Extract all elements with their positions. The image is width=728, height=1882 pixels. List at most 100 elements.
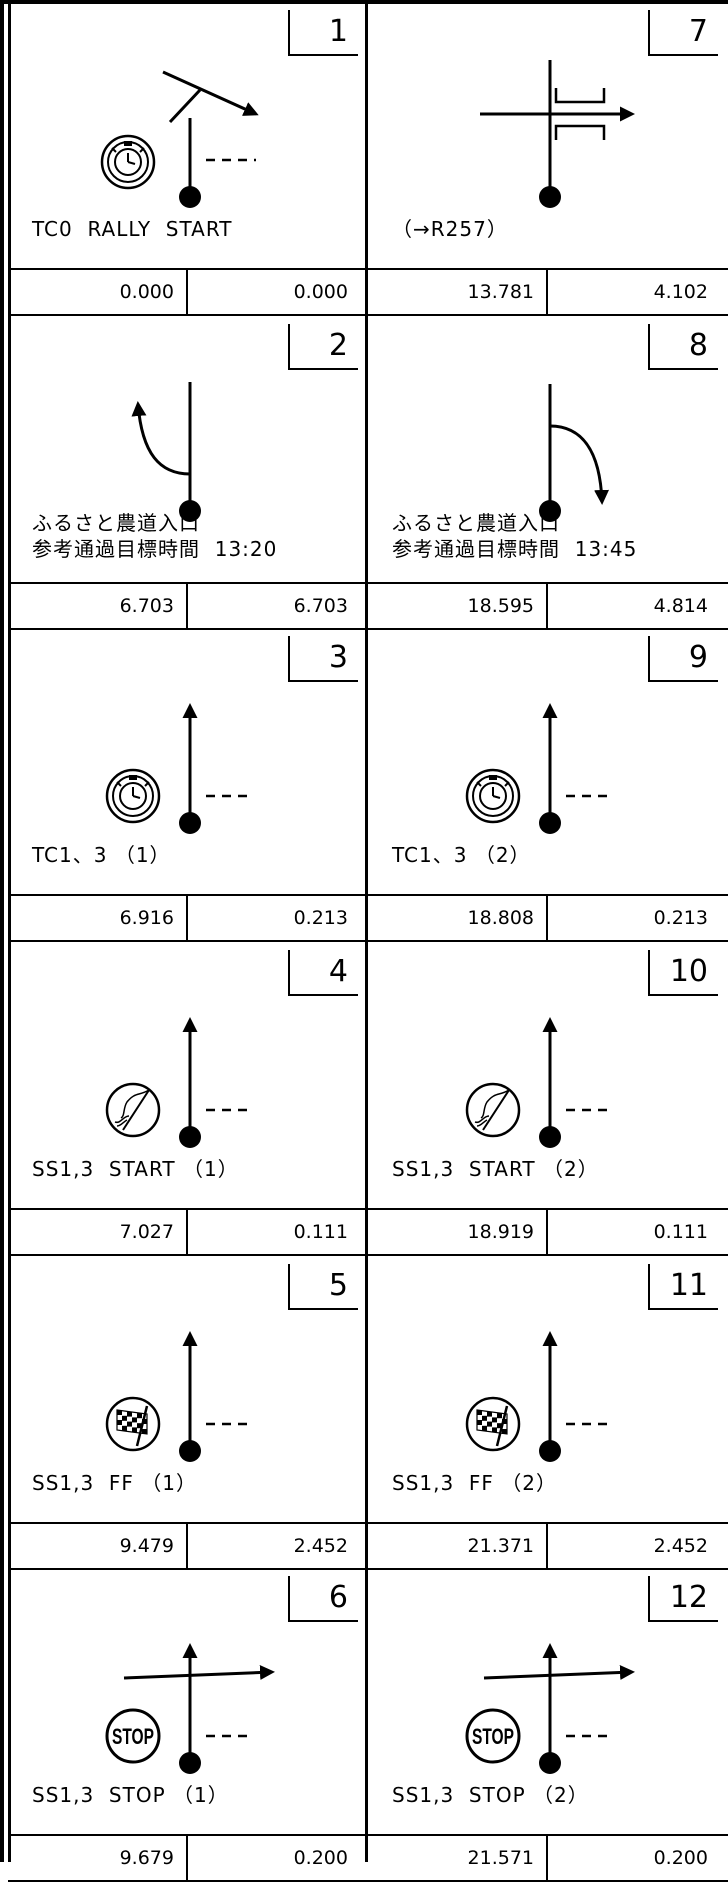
instruction-caption: TC0 RALLY START	[32, 216, 232, 242]
instruction-caption: ふるさと農道入口参考通過目標時間 13:45	[392, 510, 637, 562]
interval-distance: 0.111	[653, 1221, 708, 1243]
tulip-diagram	[100, 70, 259, 208]
instruction-caption: SS1,3 START （1）	[32, 1156, 239, 1182]
instruction-caption: SS1,3 STOP （1）	[32, 1782, 229, 1808]
row-divider	[8, 1834, 728, 1836]
total-distance: 18.808	[467, 907, 534, 929]
tulip-diagram	[539, 384, 610, 522]
origin-dot	[539, 812, 561, 834]
tulip-diagram: STOP	[105, 1643, 275, 1774]
instruction-number: 5	[288, 1264, 358, 1310]
bridge-top	[554, 88, 606, 104]
row-divider	[8, 268, 728, 270]
instruction-cell: 7（→R257）	[370, 10, 720, 268]
row-divider	[8, 628, 728, 630]
interval-distance: 4.814	[653, 595, 708, 617]
total-distance: 0.000	[119, 281, 174, 303]
distance-divider	[546, 1210, 548, 1254]
stop-sign-icon: STOP	[465, 1708, 521, 1764]
instruction-caption: ふるさと農道入口参考通過目標時間 13:20	[32, 510, 277, 562]
distance-divider	[546, 270, 548, 314]
caption-line: ふるさと農道入口	[392, 511, 560, 535]
distance-divider	[186, 1836, 188, 1880]
caption-line: SS1,3 FF （1）	[32, 1471, 198, 1495]
stop-sign-icon: STOP	[105, 1708, 161, 1764]
total-distance: 21.571	[467, 1847, 534, 1869]
instruction-number: 6	[288, 1576, 358, 1622]
interval-distance: 0.200	[293, 1847, 348, 1869]
distance-divider	[186, 1210, 188, 1254]
stopwatch-icon	[100, 134, 156, 190]
caption-line: SS1,3 FF （2）	[392, 1471, 558, 1495]
caption-line: SS1,3 START （1）	[32, 1157, 239, 1181]
caption-line: ふるさと農道入口	[32, 511, 200, 535]
instruction-caption: （→R257）	[392, 216, 508, 242]
tulip-diagram	[105, 1017, 252, 1148]
total-distance: 18.919	[467, 1221, 534, 1243]
caption-line: 参考通過目標時間 13:45	[392, 537, 638, 561]
tulip-diagram	[465, 703, 612, 834]
instruction-caption: TC1、3 （1）	[32, 842, 171, 868]
tulip-diagram: STOP	[465, 1643, 635, 1774]
left-border	[0, 0, 4, 1862]
finish-flag-icon	[105, 1396, 161, 1452]
distance-divider	[546, 584, 548, 628]
straight-right-arrow	[483, 1664, 635, 1680]
row-divider	[8, 314, 728, 316]
caption-line: SS1,3 STOP （1）	[32, 1783, 229, 1807]
tulip-diagram	[105, 703, 252, 834]
caption-line: 参考通過目標時間 13:20	[32, 537, 278, 561]
tulip-diagram	[465, 1331, 612, 1462]
turn-right-arrow	[162, 70, 259, 116]
stop-sign-label: STOP	[112, 1724, 154, 1749]
caption-line: SS1,3 STOP （2）	[392, 1783, 589, 1807]
instruction-caption: SS1,3 FF （1）	[32, 1470, 197, 1496]
tulip-diagram	[465, 1017, 612, 1148]
distance-divider	[186, 584, 188, 628]
interval-distance: 0.111	[293, 1221, 348, 1243]
top-border	[0, 0, 728, 4]
caption-line: TC1、3 （2）	[392, 843, 531, 867]
instruction-number: 11	[648, 1264, 718, 1310]
interval-distance: 2.452	[653, 1535, 708, 1557]
interval-distance: 0.213	[653, 907, 708, 929]
instruction-cell: 8 ふるさと農道入口参考通過目標時間 13:45	[370, 324, 720, 582]
distance-divider	[186, 1524, 188, 1568]
instruction-caption: TC1、3 （2）	[392, 842, 531, 868]
caption-line: TC1、3 （1）	[32, 843, 171, 867]
total-distance: 9.479	[119, 1535, 174, 1557]
left-inner-border	[8, 0, 11, 1862]
straight-right-arrow	[123, 1664, 275, 1680]
stop-sign-label: STOP	[472, 1724, 514, 1749]
instruction-caption: SS1,3 START （2）	[392, 1156, 599, 1182]
origin-dot	[539, 186, 561, 208]
interval-distance: 4.102	[653, 281, 708, 303]
origin-dot	[179, 186, 201, 208]
distance-divider	[186, 270, 188, 314]
instruction-number: 10	[648, 950, 718, 996]
interval-distance: 6.703	[293, 595, 348, 617]
caption-line: SS1,3 START （2）	[392, 1157, 599, 1181]
instruction-number: 8	[648, 324, 718, 370]
tulip-diagram	[105, 1331, 252, 1462]
instruction-caption: SS1,3 STOP （2）	[392, 1782, 589, 1808]
interval-distance: 0.213	[293, 907, 348, 929]
instruction-number: 12	[648, 1576, 718, 1622]
stopwatch-icon	[105, 768, 161, 824]
row-divider	[8, 1208, 728, 1210]
total-distance: 21.371	[467, 1535, 534, 1557]
caption-line: （→R257）	[392, 217, 508, 241]
distance-divider	[546, 1524, 548, 1568]
distance-divider	[546, 896, 548, 940]
bridge-bottom	[554, 124, 606, 140]
start-flag-icon	[465, 1082, 521, 1138]
interval-distance: 0.200	[653, 1847, 708, 1869]
